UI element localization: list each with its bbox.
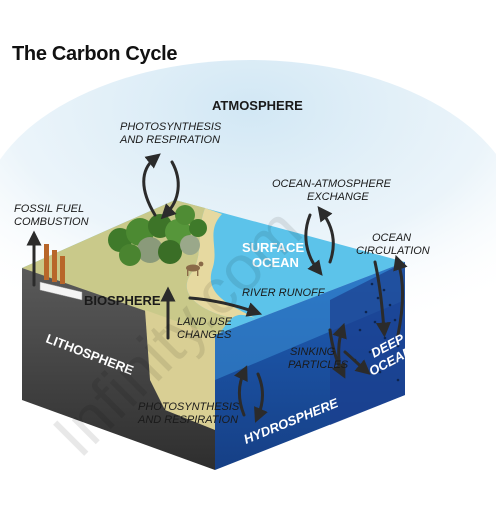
soil-band — [145, 310, 215, 430]
deep-ocean-zone — [330, 262, 405, 425]
label-photosynthesis-top-2: AND RESPIRATION — [119, 134, 220, 146]
label-ocean-atmosphere-2: EXCHANGE — [307, 191, 369, 203]
label-land-use-1: LAND USE — [177, 316, 233, 328]
deer-icon — [186, 261, 204, 276]
label-fossil-fuel-1: FOSSIL FUEL — [14, 203, 84, 215]
arrow-ocean-atm-down — [304, 213, 323, 276]
label-photosynthesis-bottom-1: PHOTOSYNTHESIS — [138, 401, 240, 413]
arrow-river-runoff — [188, 296, 263, 317]
arrow-photosyn-bottom-2 — [254, 372, 268, 423]
arrow-deep-up — [328, 328, 346, 379]
label-photosynthesis-bottom-2: AND RESPIRATION — [137, 414, 238, 426]
arrow-photosyn-bottom-1 — [234, 365, 248, 417]
label-sinking-particles-2: PARTICLES — [288, 359, 349, 371]
arrow-sink-right — [343, 350, 371, 375]
arrow-respiration-top — [160, 160, 180, 220]
label-photosynthesis-top-1: PHOTOSYNTHESIS — [120, 121, 222, 133]
zone-biosphere: BIOSPHERE — [84, 293, 161, 308]
factory-icon — [39, 244, 83, 301]
arrow-ocean-atm-up — [317, 205, 335, 264]
zone-surface-ocean-1: SURFACE — [242, 240, 304, 255]
label-ocean-circulation-2: CIRCULATION — [356, 245, 430, 257]
forest-icon — [108, 205, 207, 266]
arrow-ocean-circ-down — [373, 260, 391, 338]
label-ocean-atmosphere-1: OCEAN-ATMOSPHERE — [272, 178, 392, 190]
process-arrows — [26, 153, 408, 423]
arrow-ocean-circ-up — [393, 254, 408, 337]
label-ocean-circulation-1: OCEAN — [372, 232, 411, 244]
zone-surface-ocean-2: OCEAN — [252, 255, 299, 270]
page-title: The Carbon Cycle — [12, 43, 177, 65]
label-land-use-2: CHANGES — [177, 329, 232, 341]
sandy-shore — [186, 208, 255, 318]
label-sinking-particles-1: SINKING — [290, 346, 336, 358]
label-fossil-fuel-2: COMBUSTION — [14, 216, 89, 228]
label-river-runoff: RIVER RUNOFF — [242, 287, 326, 299]
arrow-photosynthesis-top — [142, 153, 161, 217]
zone-atmosphere: ATMOSPHERE — [212, 98, 303, 113]
